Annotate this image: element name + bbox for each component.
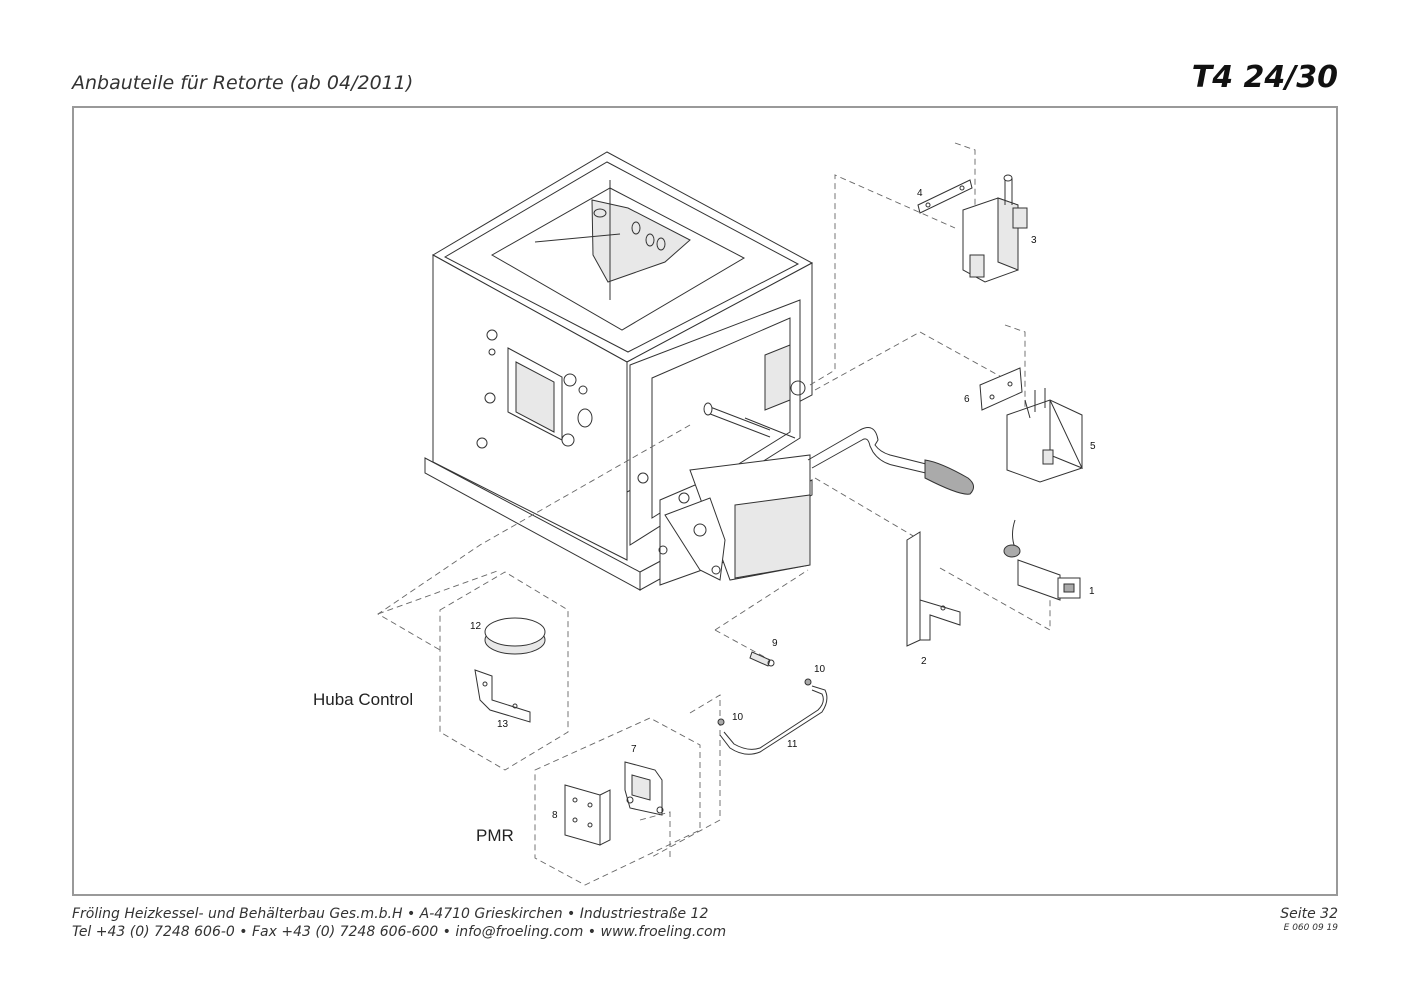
part-1-sensor xyxy=(1003,519,1081,601)
part-number-12: 12 xyxy=(470,621,482,632)
part-number-7: 7 xyxy=(631,744,637,755)
group-label-pmr: PMR xyxy=(476,826,514,845)
part-number-6: 6 xyxy=(964,394,970,405)
part-number-5: 5 xyxy=(1090,441,1096,452)
leader-lines xyxy=(377,142,1051,860)
drawing-frame xyxy=(72,106,1338,896)
part-number-13: 13 xyxy=(497,719,509,730)
retort-housing xyxy=(424,151,974,591)
part-number-4: 4 xyxy=(917,188,923,199)
model-number: T4 24/30 xyxy=(1191,60,1338,95)
footer-address: Fröling Heizkessel- und Behälterbau Ges.… xyxy=(72,905,726,941)
page-title: Anbauteile für Retorte (ab 04/2011) xyxy=(72,72,414,94)
footer-page-info: Seite 32 E 060 09 19 xyxy=(1280,905,1338,933)
part-2-bracket xyxy=(906,531,961,647)
part-number-10-upper: 10 xyxy=(814,664,826,675)
part-9-fitting xyxy=(749,651,775,667)
part-number-2: 2 xyxy=(921,656,927,667)
group-label-huba: Huba Control xyxy=(313,690,413,709)
footer-contact-line: Tel +43 (0) 7248 606-0 • Fax +43 (0) 724… xyxy=(72,924,727,940)
huba-control-group xyxy=(439,571,569,771)
pmr-group xyxy=(534,717,701,886)
part-4-bracket xyxy=(917,179,973,214)
part-number-11: 11 xyxy=(787,739,798,750)
document-code: E 060 09 19 xyxy=(1283,923,1338,933)
part-number-1: 1 xyxy=(1089,586,1095,597)
part-5-actuator xyxy=(1006,388,1083,483)
part-11-tube xyxy=(719,685,828,755)
footer-company-line: Fröling Heizkessel- und Behälterbau Ges.… xyxy=(72,906,709,922)
page-number: Seite 32 xyxy=(1280,906,1338,922)
part-number-10-lower: 10 xyxy=(732,712,744,723)
part-6-bracket xyxy=(979,367,1023,411)
part-number-3: 3 xyxy=(1031,235,1037,246)
part-3-motor xyxy=(962,174,1028,283)
part-10-clip-upper xyxy=(804,678,812,686)
part-number-8: 8 xyxy=(552,810,558,821)
part-10-clip-lower xyxy=(717,718,725,726)
part-number-9: 9 xyxy=(772,638,778,649)
